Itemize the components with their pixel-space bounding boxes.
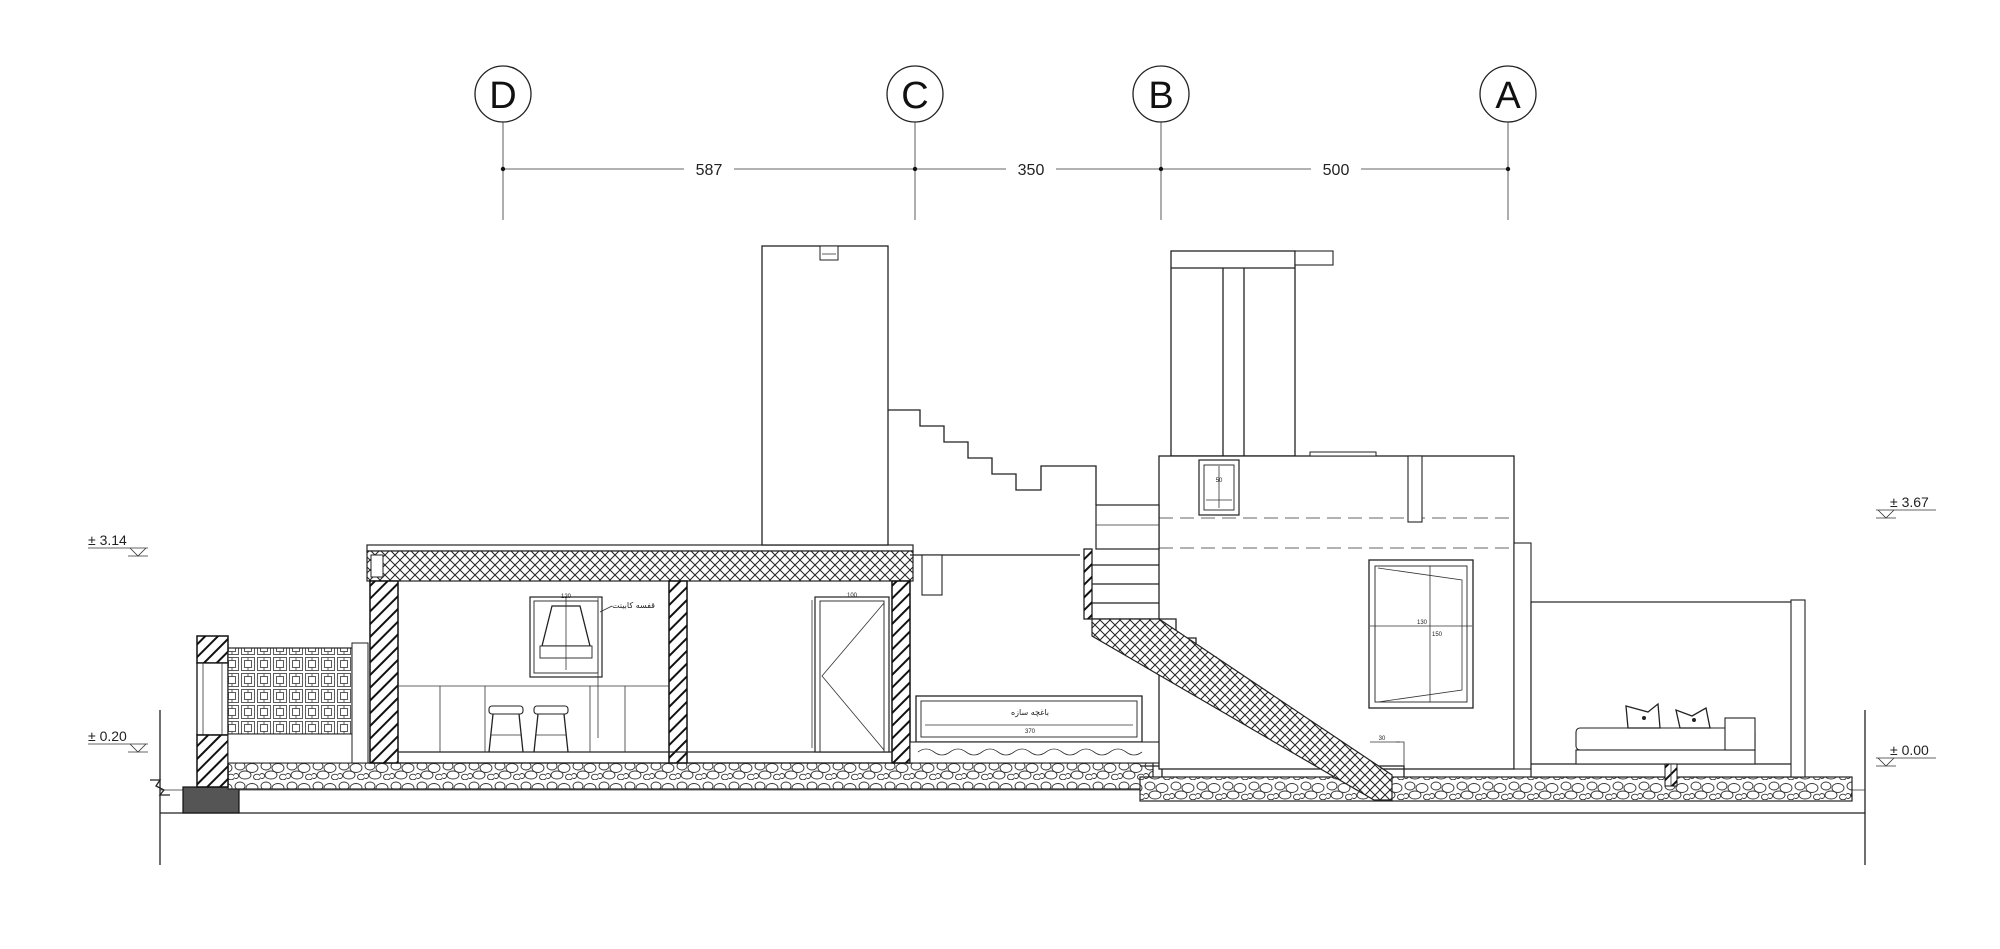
right-window [1368,559,1474,709]
level-left-top: ± 3.14 [88,532,148,557]
stone-fill-right [1139,776,1853,802]
right-building: 50 130 150 [1158,250,1806,787]
axis-a-label: A [1495,75,1521,117]
axis-d-label: D [489,75,516,117]
staircase: 30 [1083,504,1405,801]
svg-text:± 0.00: ± 0.00 [1890,742,1929,758]
svg-text:± 3.14: ± 3.14 [88,532,127,548]
level-markers: ± 3.14 ± 0.20 ± 3.67 ± 0.00 [88,494,1936,767]
svg-text:100: 100 [847,593,858,599]
stepped-parapet [888,409,1097,596]
outdoor-sofa [1575,702,1756,765]
svg-text:50: 50 [1216,478,1223,484]
axis-a-marker: A [1479,65,1537,220]
axis-c-label: C [901,75,928,117]
axis-c-marker: C [886,65,944,220]
svg-text:120: 120 [561,594,572,600]
svg-text:± 0.20: ± 0.20 [88,728,127,744]
dim-d-c: 587 [696,162,723,179]
footing [182,786,240,814]
kitchen-cabinet-label: قفسه کابینت [612,601,655,610]
cushion-left [1625,702,1661,729]
wall-left [369,580,399,764]
planter-label: باغچه سازه [1011,708,1049,717]
left-tower [761,245,889,546]
level-left-bottom: ± 0.20 [88,728,148,753]
block-screen [227,647,353,735]
dim-c-b: 350 [1018,162,1045,179]
svg-text:370: 370 [1025,729,1036,735]
dimension-line: 587 350 500 [500,162,1511,179]
axis-b-label: B [1148,75,1173,117]
kitchen-building: 120 قفسه کابینت 100 [366,544,914,764]
planter: باغچه سازه 370 [909,695,1161,764]
axis-b-marker: B [1132,65,1190,220]
axis-d-marker: D [474,65,532,220]
cushion-right [1675,706,1711,729]
wall-right [891,580,911,764]
ground-and-foundation [150,710,1866,865]
wall-middle [668,580,688,764]
level-right-top: ± 3.67 [1876,494,1936,519]
roof-slab [366,550,914,582]
svg-text:130: 130 [1417,620,1428,626]
svg-text:30: 30 [1379,736,1386,742]
stair-slab [1091,618,1393,801]
svg-text:150: 150 [1432,632,1443,638]
stone-fill-left [227,762,1154,790]
garden-wall [196,635,369,788]
door [814,596,890,753]
dim-b-a: 500 [1323,162,1350,179]
grid-axes: D C B A [474,65,1537,220]
svg-text:± 3.67: ± 3.67 [1890,494,1929,510]
bar-stool-left [488,705,524,753]
bar-stool-right [533,705,569,753]
level-right-bottom: ± 0.00 [1876,742,1936,767]
